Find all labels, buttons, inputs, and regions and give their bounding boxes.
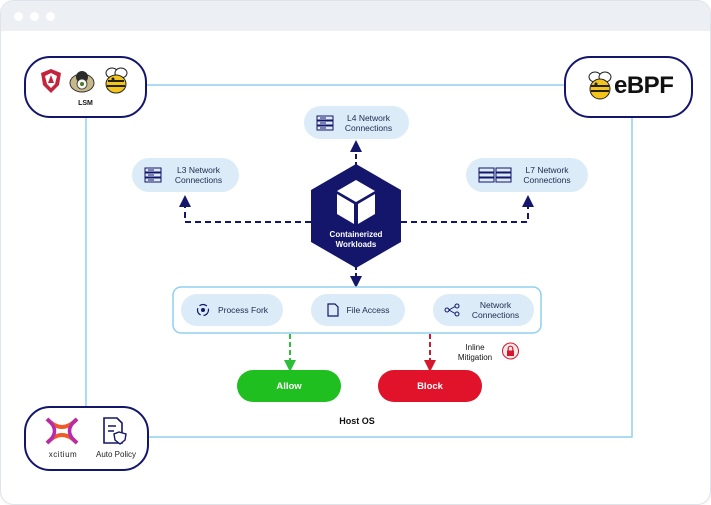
- allow-button[interactable]: Allow: [237, 370, 341, 402]
- host-os-label: Host OS: [339, 416, 375, 426]
- l4-network-label: L4 Network Connections: [344, 112, 393, 133]
- containerized-workloads-label: Containerized Workloads: [329, 230, 383, 249]
- process-fork-icon: [196, 303, 210, 317]
- window-dot-1: [14, 12, 23, 21]
- bee-icon: [105, 67, 128, 94]
- connector-l3: [179, 195, 311, 223]
- l3-network-node: L3 Network Connections: [132, 158, 239, 192]
- auto-policy-label: Auto Policy: [95, 450, 137, 459]
- containerized-workloads-hexagon: [311, 164, 401, 268]
- l7-network-node: L7 Network Connections: [466, 158, 588, 192]
- network-nodes-icon: [444, 303, 459, 317]
- l4-network-node: L4 Network Connections: [304, 106, 409, 139]
- ebpf-label: eBPF: [614, 72, 674, 99]
- l7-network-label: L7 Network Connections: [523, 165, 571, 185]
- file-icon: [326, 303, 339, 317]
- block-button[interactable]: Block: [378, 370, 482, 402]
- server-rack-icon: [316, 115, 333, 130]
- server-rack-icon: [144, 167, 161, 183]
- title-bar: [1, 1, 710, 31]
- ebpf-card: eBPF: [564, 56, 693, 118]
- file-access-label: File Access: [346, 305, 390, 315]
- lsm-label: LSM: [78, 100, 93, 107]
- inline-mitigation-label: Inline Mitigation: [457, 343, 493, 362]
- host-os-boundary: [85, 84, 633, 438]
- connector-l7: [401, 195, 534, 223]
- lock-icon: [502, 342, 519, 360]
- event-process-fork: Process Fork: [181, 294, 283, 326]
- process-fork-label: Process Fork: [217, 305, 269, 315]
- event-network-connections: Network Connections: [433, 294, 534, 326]
- xcitium-brand: xcitium: [48, 450, 78, 459]
- cube-icon: [337, 180, 375, 224]
- xcitium-logo-icon: [45, 417, 79, 445]
- penguin-badge-icon: [69, 71, 95, 93]
- xcitium-card: xcitium Auto Policy: [24, 406, 149, 471]
- l3-network-label: L3 Network Connections: [174, 165, 223, 185]
- network-connections-label: Network Connections: [471, 300, 520, 320]
- bee-icon: [588, 71, 612, 100]
- policy-document-icon: [103, 417, 127, 445]
- lsm-card: LSM: [24, 56, 147, 118]
- window-dot-2: [30, 12, 39, 21]
- event-file-access: File Access: [311, 294, 405, 326]
- server-rack-icon: [478, 167, 512, 183]
- shield-icon: [41, 69, 61, 93]
- window-dot-3: [46, 12, 55, 21]
